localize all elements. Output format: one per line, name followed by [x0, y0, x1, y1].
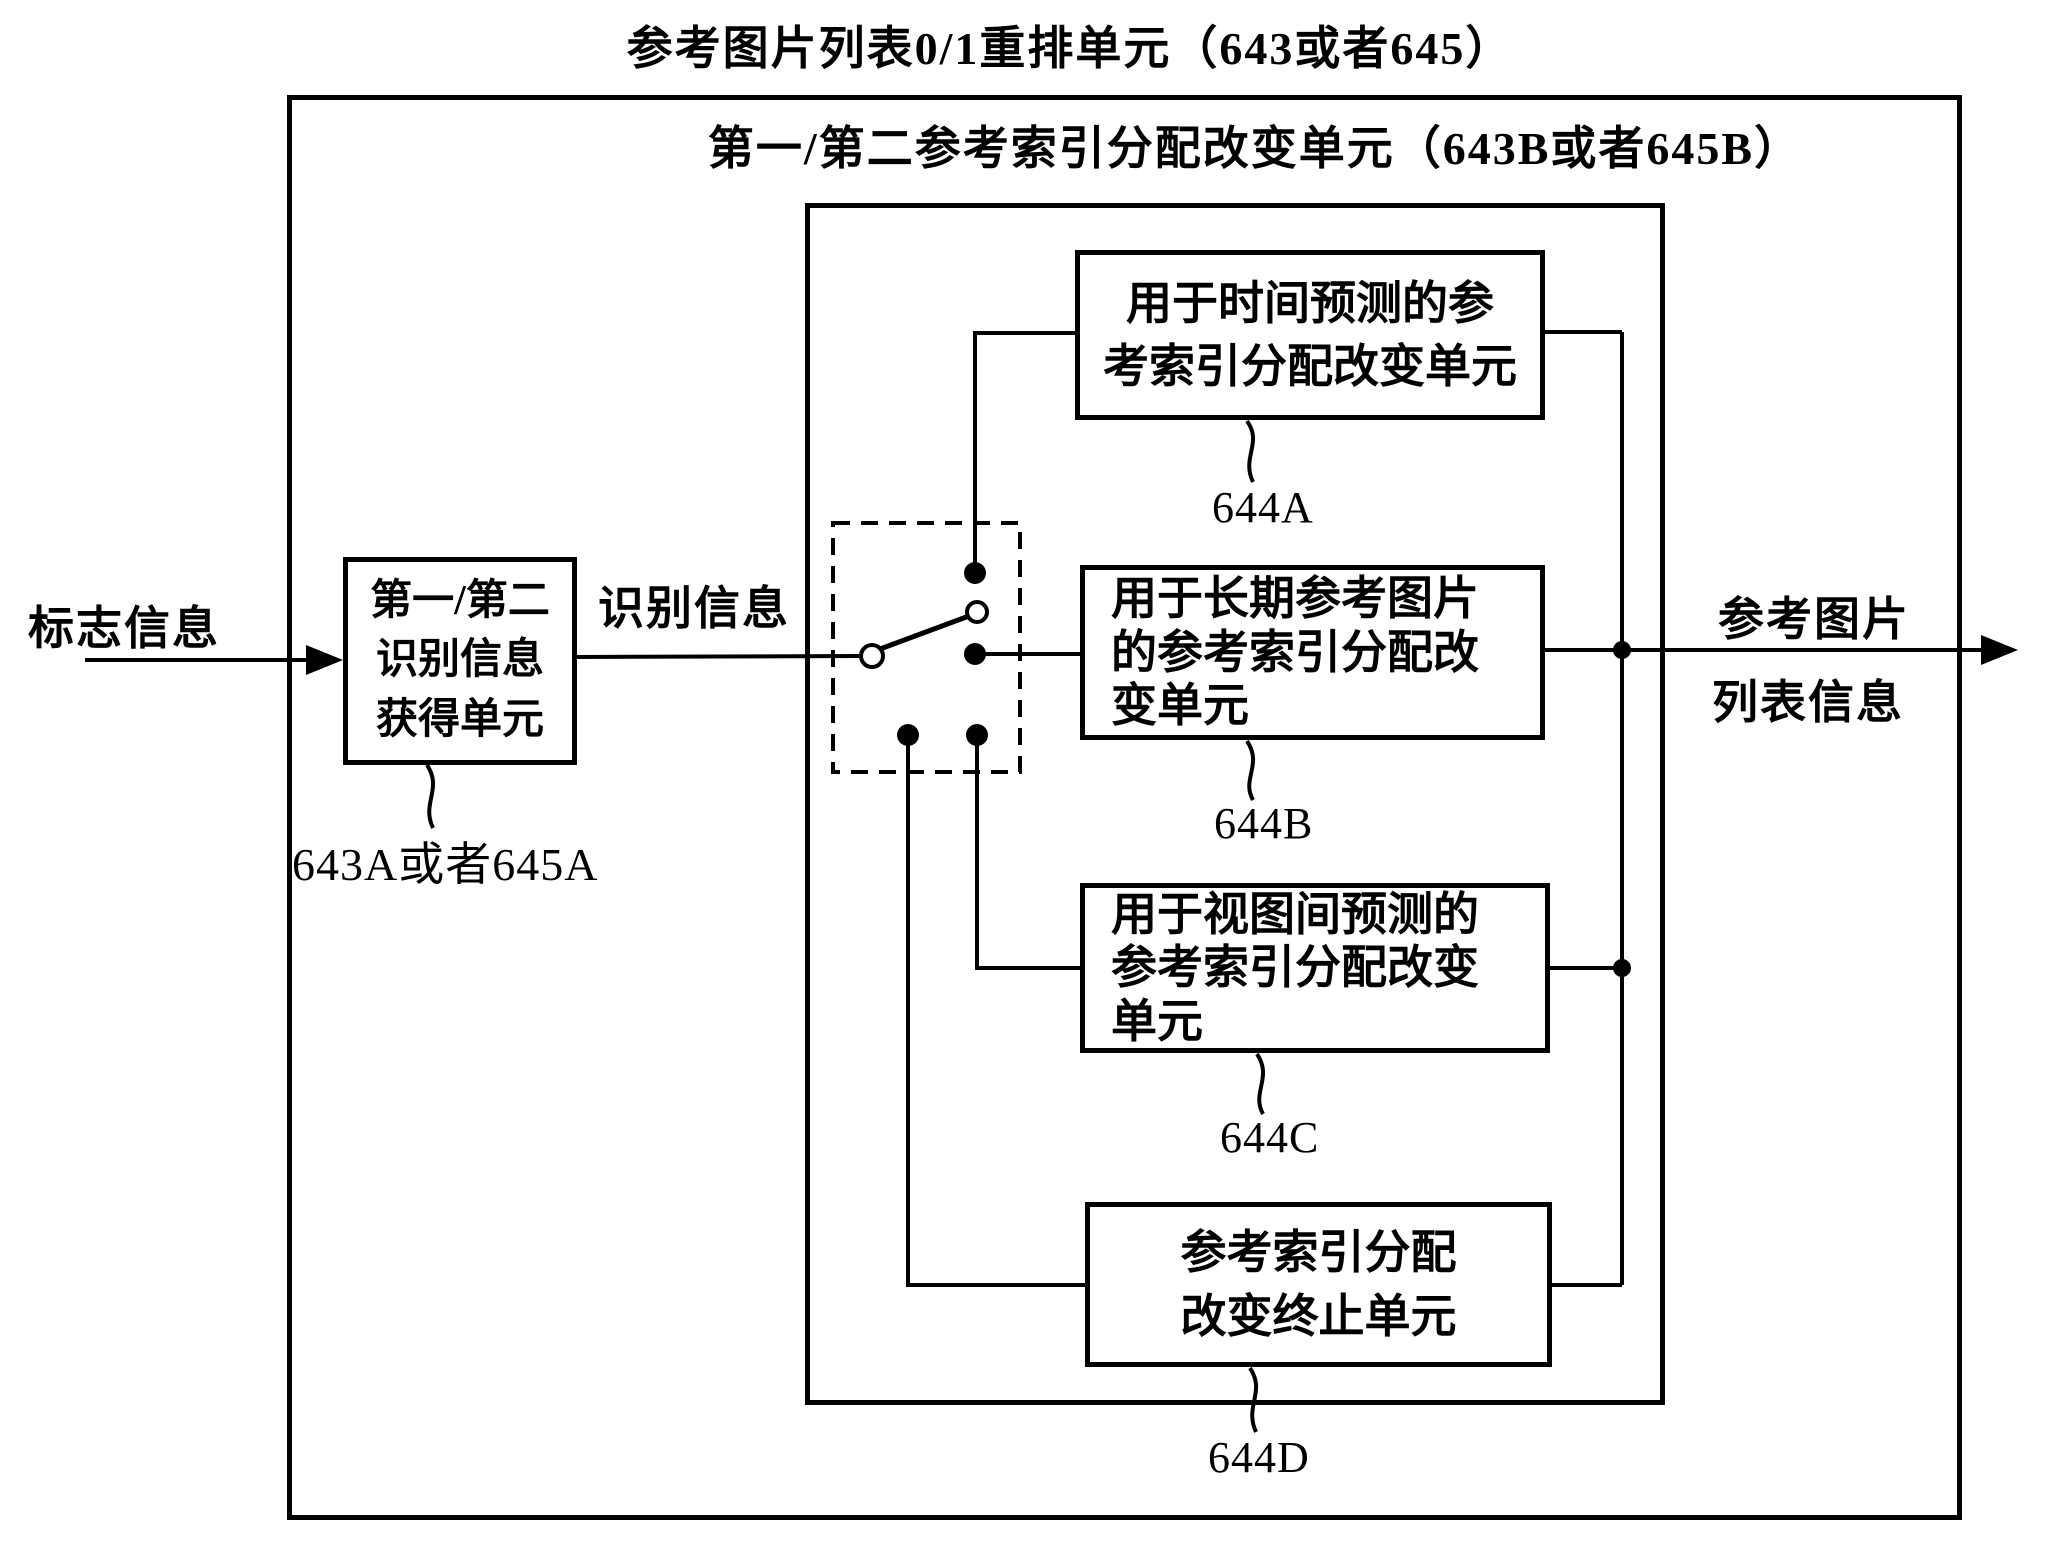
- temporal-unit-box: 用于时间预测的参 考索引分配改变单元: [1075, 250, 1545, 420]
- switch-lever: [879, 613, 970, 652]
- long-term-line2: 的参考索引分配改: [1111, 626, 1479, 678]
- leader-643a: [425, 763, 436, 829]
- wire-switch-to-644d: [906, 735, 1087, 1287]
- obtainer-line2: 识别信息: [375, 637, 544, 684]
- wire-switch-to-644a: [973, 331, 1077, 573]
- long-term-line3: 变单元: [1111, 680, 1249, 732]
- inner-unit-title: 第一/第二参考索引分配改变单元（643B或者645B）: [707, 123, 1803, 174]
- outer-unit-box: [287, 95, 1962, 1520]
- label-output-line1: 参考图片: [1718, 594, 1910, 645]
- wire-obtainer-to-switch: [576, 654, 863, 659]
- termination-unit-box: 参考索引分配 改变终止单元: [1085, 1202, 1552, 1367]
- temporal-line2: 考索引分配改变单元: [1103, 341, 1517, 392]
- inter-view-line3: 单元: [1111, 995, 1203, 1047]
- termination-line1: 参考索引分配: [1180, 1227, 1457, 1279]
- long-term-unit-box: 用于长期参考图片 的参考索引分配改 变单元: [1080, 565, 1545, 740]
- inter-view-line1: 用于视图间预测的: [1111, 888, 1479, 940]
- selector-switch-box: [831, 521, 1022, 774]
- inter-view-unit-box: 用于视图间预测的 参考索引分配改变 单元: [1080, 883, 1550, 1053]
- leader-644b: [1245, 739, 1255, 801]
- output-arrowhead: [1981, 635, 2018, 665]
- figure-title: 参考图片列表0/1重排单元（643或者645）: [626, 23, 1514, 74]
- wire-switch-to-644c: [975, 735, 1082, 970]
- input-arrowhead: [306, 645, 343, 675]
- obtainer-line1: 第一/第二: [370, 577, 550, 624]
- label-flag-info: 标志信息: [28, 603, 220, 654]
- obtainer-line3: 获得单元: [375, 696, 544, 743]
- label-identification-info: 识别信息: [598, 583, 790, 634]
- junction-dot-644c: [1613, 959, 1631, 977]
- label-644c: 644C: [1220, 1113, 1320, 1162]
- long-term-line1: 用于长期参考图片: [1111, 573, 1479, 625]
- inner-unit-box: [805, 203, 1665, 1405]
- inter-view-line2: 参考索引分配改变: [1111, 942, 1479, 994]
- label-644a: 644A: [1212, 483, 1314, 532]
- obtainer-unit-box: 第一/第二 识别信息 获得单元: [343, 557, 577, 765]
- leader-644c: [1255, 1052, 1265, 1115]
- switch-pivot-contact: [859, 643, 885, 669]
- label-644b: 644B: [1214, 799, 1314, 848]
- temporal-line1: 用于时间预测的参: [1126, 277, 1494, 329]
- leader-644d: [1248, 1366, 1259, 1433]
- label-output-line2: 列表信息: [1712, 677, 1904, 728]
- label-644d: 644D: [1208, 1433, 1310, 1482]
- termination-line2: 改变终止单元: [1180, 1290, 1457, 1342]
- label-643a-645a: 643A或者645A: [292, 839, 599, 890]
- leader-644a: [1245, 419, 1256, 483]
- switch-lever-tip-contact: [965, 600, 989, 624]
